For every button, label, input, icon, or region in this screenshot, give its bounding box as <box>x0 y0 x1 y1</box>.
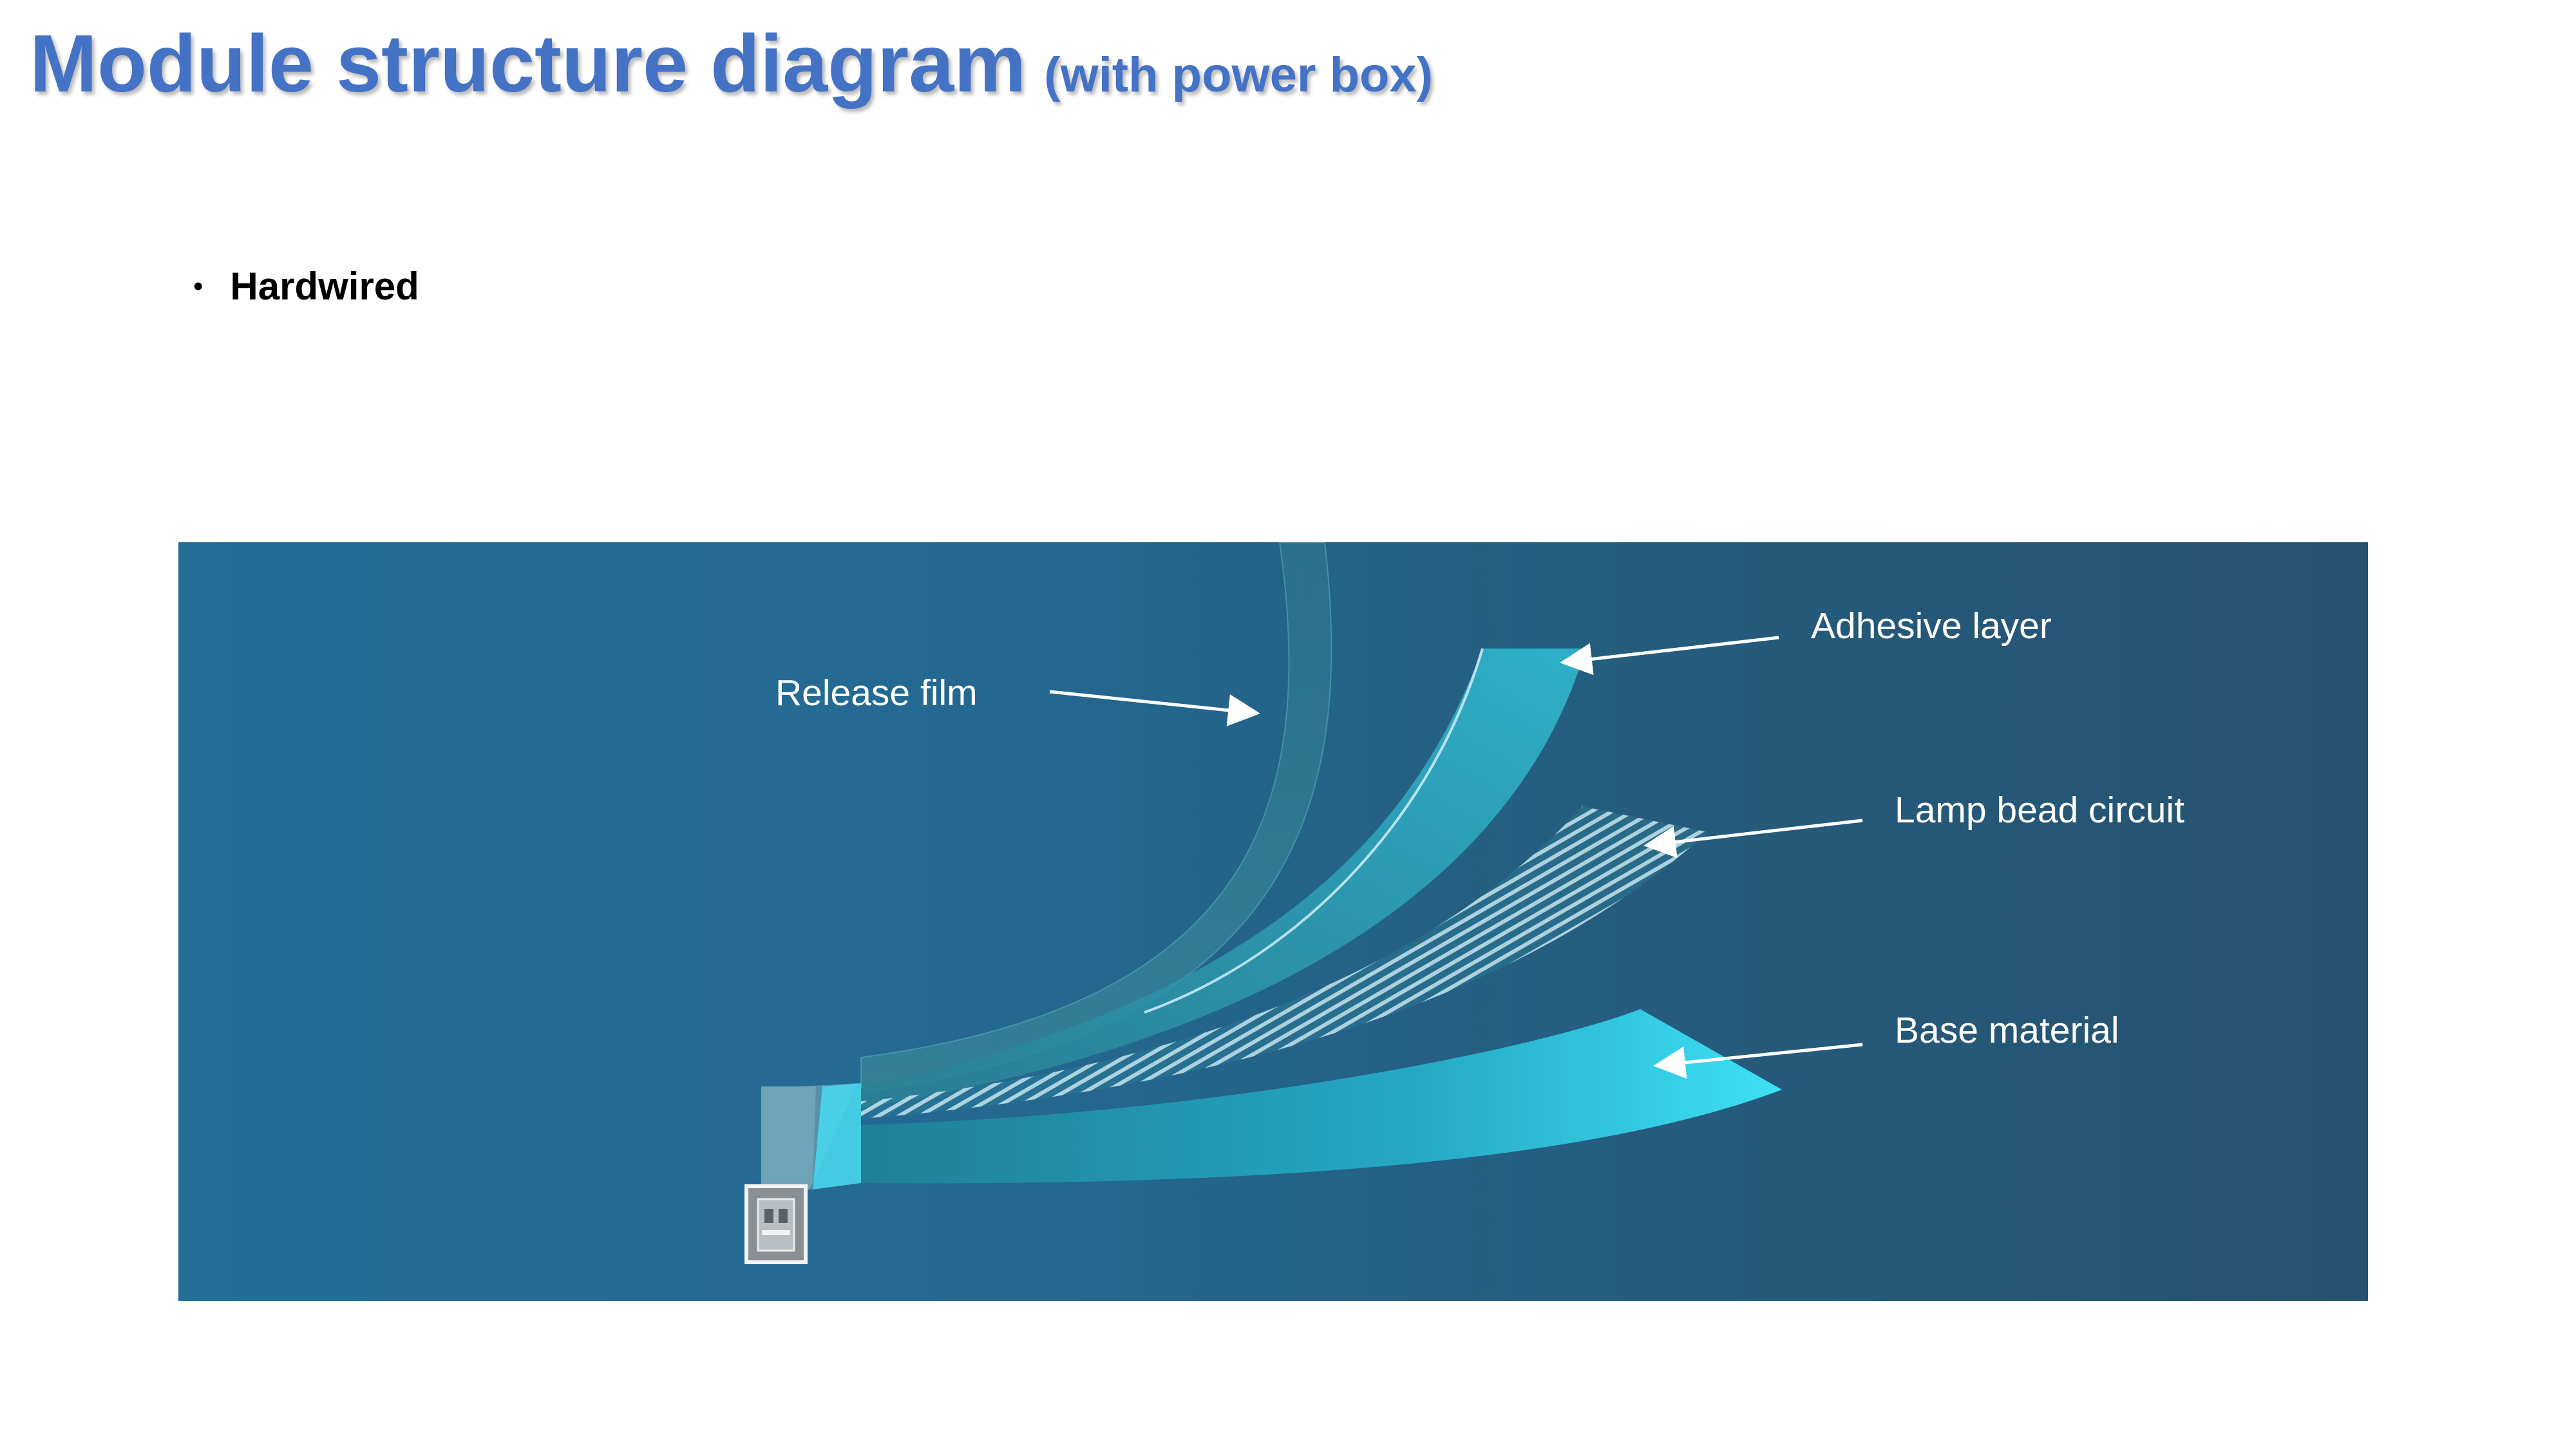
release-film-layer <box>860 542 1332 1094</box>
base-material-arrow-icon <box>1653 1043 1863 1079</box>
base-material-layer <box>858 1009 1782 1184</box>
power-box-icon <box>744 1083 861 1264</box>
base-material-label: Base material <box>1895 1010 2119 1051</box>
lamp-bead-circuit-label: Lamp bead circuit <box>1895 790 2184 831</box>
page-title: Module structure diagram(with power box) <box>30 23 1433 104</box>
adhesive-layer-arrow-icon <box>1560 636 1779 676</box>
bullet-text: Hardwired <box>230 265 419 308</box>
bullet-item-hardwired: • Hardwired <box>193 264 419 308</box>
bullet-list: • Hardwired <box>193 264 419 308</box>
title-subtitle: (with power box) <box>1044 48 1433 102</box>
lamp-bead-circuit-layer <box>861 806 1708 1119</box>
module-structure-illustration <box>744 542 1863 1264</box>
release-film-label: Release film <box>775 672 978 714</box>
title-main: Module structure diagram <box>30 18 1027 109</box>
module-structure-panel: Release film Adhesive layer Lamp bead ci… <box>178 542 2368 1301</box>
adhesive-edge-line <box>1144 648 1484 1014</box>
bullet-dot-icon: • <box>193 270 204 302</box>
lamp-bead-circuit-arrow-icon <box>1643 819 1863 858</box>
release-film-arrow-icon <box>1049 690 1260 726</box>
adhesive-layer <box>855 649 1586 1109</box>
adhesive-layer-label: Adhesive layer <box>1811 605 2052 647</box>
